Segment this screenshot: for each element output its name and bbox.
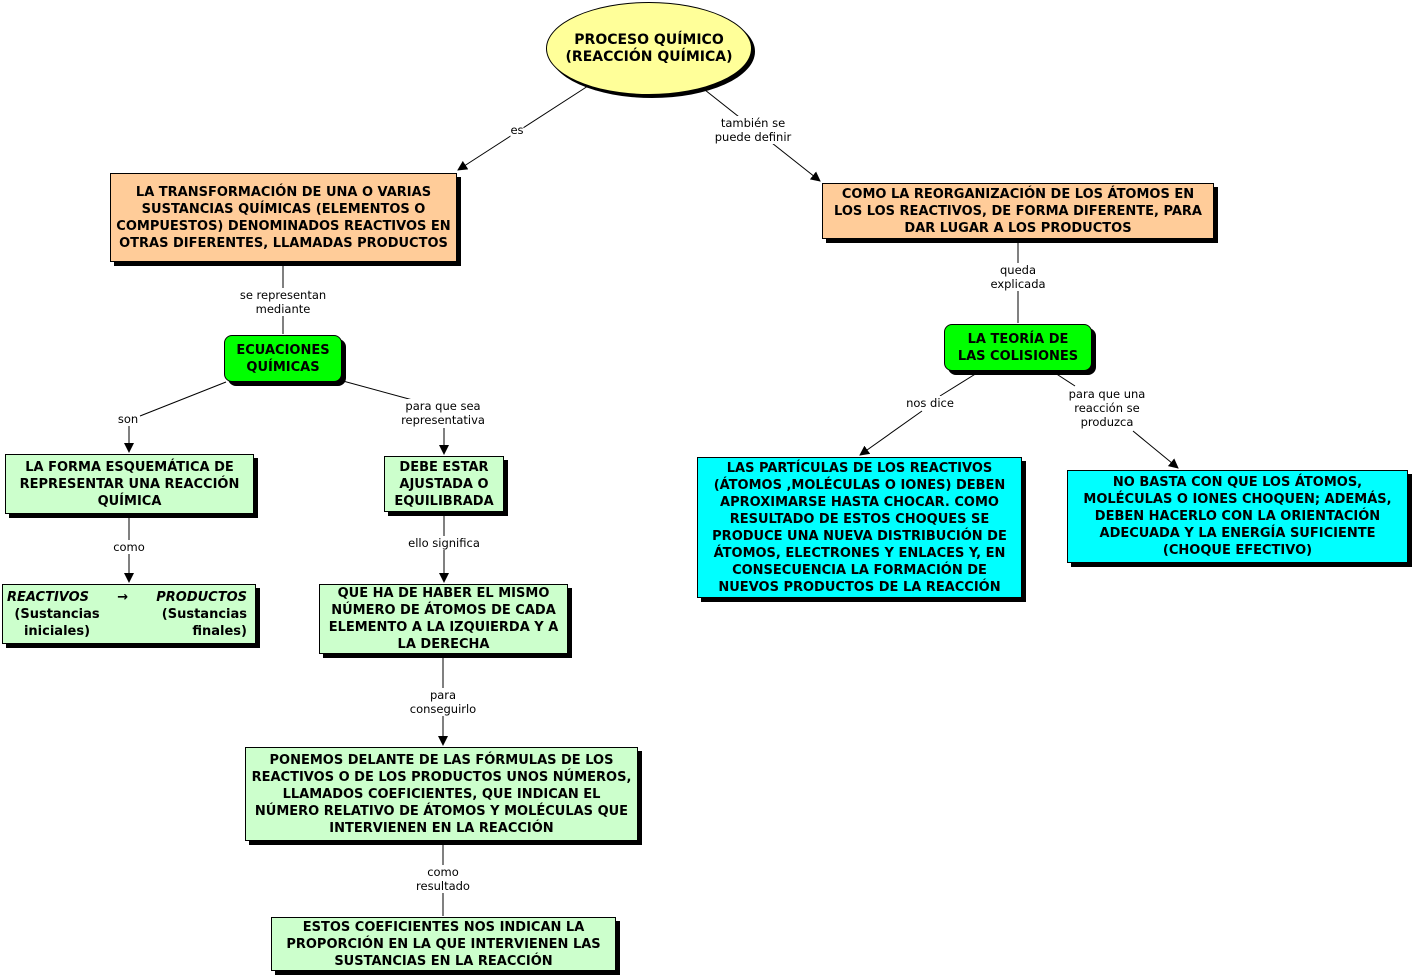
reactants-note: (Sustancias iniciales) [14,606,100,639]
node-reaction-scheme[interactable]: REACTIVOS → PRODUCTOS (Sustancias inicia… [2,584,256,644]
link-son-a [139,381,227,417]
link-nos-dice-b [859,410,923,456]
link-label-como-resultado: como resultado [416,865,470,893]
link-nos-dice-a [939,372,978,397]
products-note: (Sustancias finales) [161,606,247,639]
link-para-que-una-b [1132,430,1179,469]
link-label-para-que-una: para que una reacción se produzca [1068,387,1146,429]
node-root-line1: PROCESO QUÍMICO [574,31,724,48]
products-label: PRODUCTOS [156,589,247,605]
node-schematic[interactable]: LA FORMA ESQUEMÁTICA DE REPRESENTAR UNA … [5,454,254,514]
node-particles[interactable]: LAS PARTÍCULAS DE LOS REACTIVOS (ÁTOMOS … [697,457,1022,598]
link-label-nos-dice: nos dice [906,396,954,410]
node-proportion[interactable]: ESTOS COEFICIENTES NOS INDICAN LA PROPOR… [271,917,616,971]
node-definition[interactable]: LA TRANSFORMACIÓN DE UNA O VARIAS SUSTAN… [110,173,457,262]
link-label-es: es [510,123,524,137]
reactants-label: REACTIVOS [7,589,90,605]
node-proceso-quimico[interactable]: PROCESO QUÍMICO (REACCIÓN QUÍMICA) [546,2,752,95]
link-label-se-representan: se representan mediante [239,288,327,316]
reaction-arrow-icon: → [117,589,129,605]
link-label-ello-significa: ello significa [408,536,480,550]
link-para-que-una-a [1054,372,1076,387]
link-para-que-sea-a [342,380,421,403]
link-label-tambien: también se puede definir [714,116,792,144]
link-label-para-que-sea: para que sea representativa [401,399,485,427]
node-not-enough[interactable]: NO BASTA CON QUE LOS ÁTOMOS, MOLÉCULAS O… [1067,470,1408,563]
node-root-line2: (REACCIÓN QUÍMICA) [565,48,733,65]
link-label-para-conseguirlo: para conseguirlo [409,688,477,716]
node-collision-theory[interactable]: LA TEORÍA DE LAS COLISIONES [944,324,1092,371]
node-same-atoms[interactable]: QUE HA DE HABER EL MISMO NÚMERO DE ÁTOMO… [319,584,568,654]
node-equations[interactable]: ECUACIONES QUÍMICAS [224,335,342,382]
link-label-son: son [117,412,139,426]
link-label-queda-explicada: queda explicada [990,263,1046,291]
node-reorganization[interactable]: COMO LA REORGANIZACIÓN DE LOS ÁTOMOS EN … [822,183,1214,239]
link-label-como: como [113,540,145,554]
node-balanced[interactable]: DEBE ESTAR AJUSTADA O EQUILIBRADA [384,456,504,512]
node-coefficients[interactable]: PONEMOS DELANTE DE LAS FÓRMULAS DE LOS R… [245,747,638,841]
